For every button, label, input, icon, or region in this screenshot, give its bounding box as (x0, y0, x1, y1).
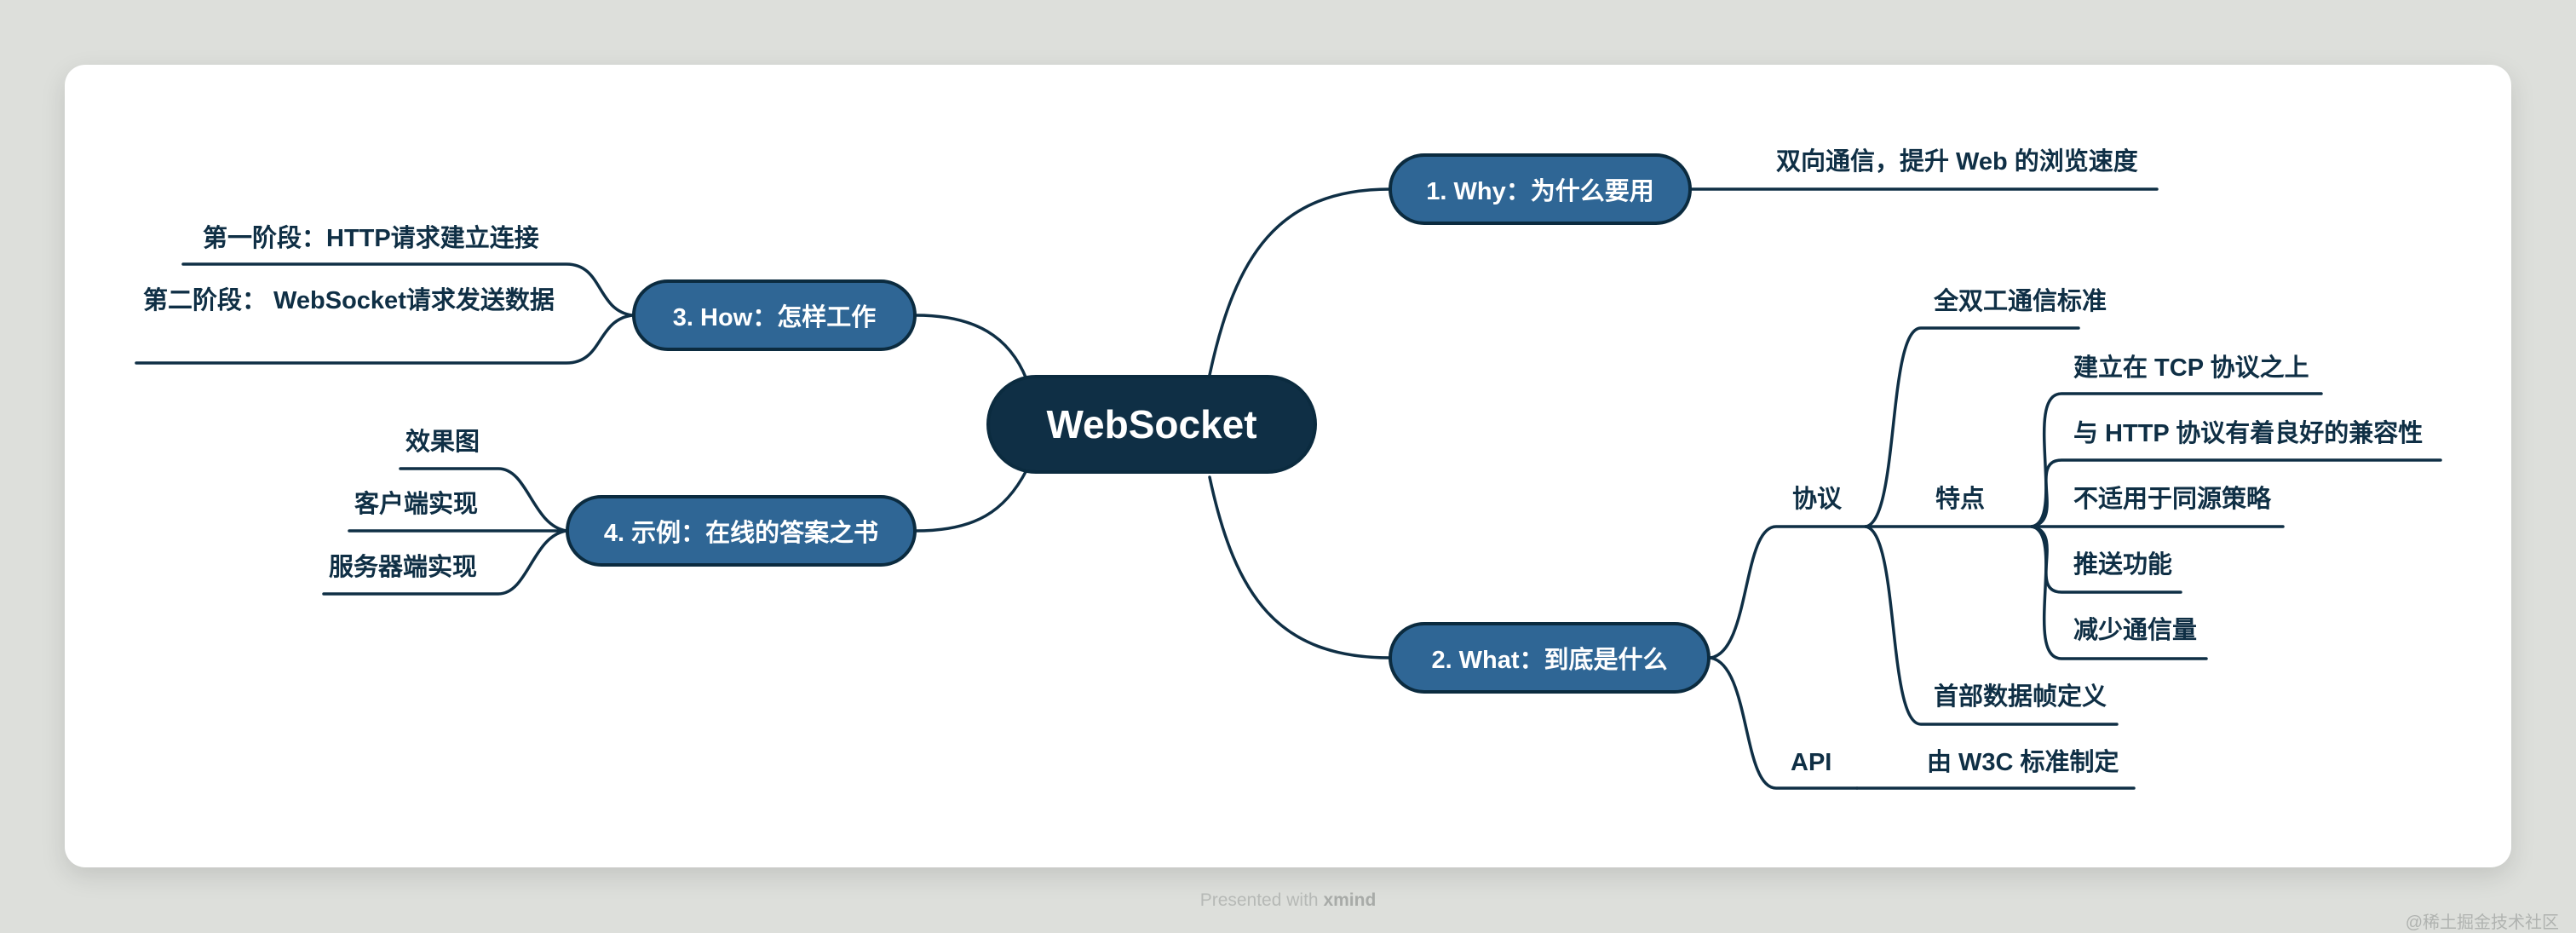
feature-item[interactable]: 与 HTTP 协议有着良好的兼容性 (2073, 420, 2424, 447)
branch-how[interactable]: 3. How：怎样工作 (632, 279, 917, 351)
footer-label: Presented with (1199, 890, 1319, 910)
branch-example[interactable]: 4. 示例：在线的答案之书 (566, 495, 917, 567)
api-detail[interactable]: 由 W3C 标准制定 (1927, 749, 2119, 776)
presented-with-footer: Presented with xmind (0, 890, 2576, 911)
why-detail[interactable]: 双向通信，提升 Web 的浏览速度 (1776, 148, 2138, 176)
branch-what[interactable]: 2. What：到底是什么 (1389, 622, 1711, 694)
feature-item[interactable]: 不适用于同源策略 (2073, 486, 2272, 513)
watermark: @稀土掘金技术社区 (2405, 913, 2559, 932)
protocol-standard[interactable]: 全双工通信标准 (1934, 288, 2107, 315)
feature-item[interactable]: 减少通信量 (2073, 617, 2198, 644)
how-stage-1[interactable]: 第一阶段：HTTP请求建立连接 (203, 225, 539, 252)
root-node[interactable]: WebSocket (986, 375, 1317, 474)
protocol-topic[interactable]: 协议 (1792, 486, 1843, 513)
example-item[interactable]: 服务器端实现 (329, 554, 478, 581)
example-item[interactable]: 效果图 (405, 429, 480, 456)
api-topic[interactable]: API (1791, 749, 1832, 776)
how-stage-2[interactable]: 第二阶段： WebSocket请求发送数据 (143, 287, 555, 314)
example-item[interactable]: 客户端实现 (354, 491, 479, 518)
feature-item[interactable]: 推送功能 (2073, 551, 2173, 579)
branch-why[interactable]: 1. Why：为什么要用 (1389, 153, 1692, 225)
xmind-brand: xmind (1323, 890, 1377, 910)
features-topic[interactable]: 特点 (1935, 486, 1986, 513)
feature-item[interactable]: 建立在 TCP 协议之上 (2073, 354, 2309, 382)
protocol-header[interactable]: 首部数据帧定义 (1934, 683, 2107, 711)
